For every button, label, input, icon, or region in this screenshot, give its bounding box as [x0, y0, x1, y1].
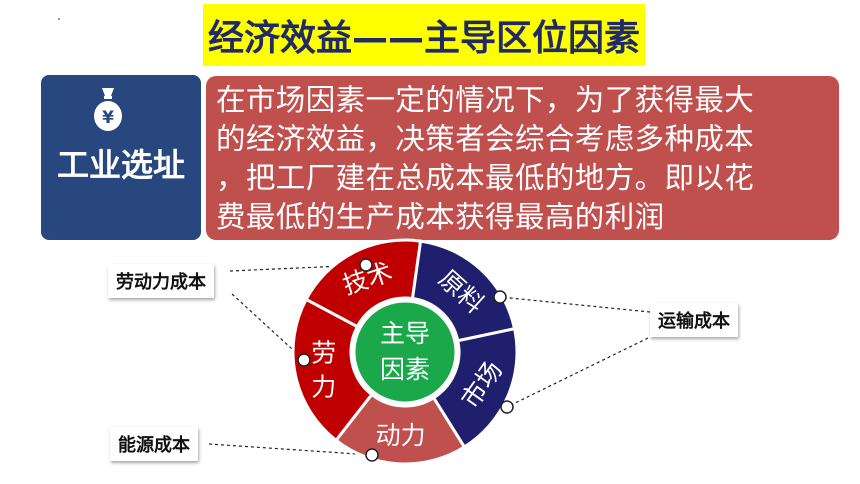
connector-marker	[365, 448, 379, 462]
description-line: 在市场因素一定的情况下，为了获得最大	[216, 83, 755, 117]
connector-markers	[297, 258, 514, 462]
connector-line	[499, 296, 651, 313]
svg-text:¥: ¥	[102, 108, 114, 128]
labor-cost-label: 劳动力成本	[108, 264, 214, 298]
connector-line	[506, 337, 649, 408]
description-box: 在市场因素一定的情况下，为了获得最大 的经济效益，决策者会综合考虑多种成本 ，把…	[206, 76, 839, 240]
page-title: 经济效益——主导区位因素	[203, 4, 645, 66]
connector-marker	[359, 258, 373, 272]
wheel-segment-label: 动力	[376, 421, 426, 450]
connector-lines	[208, 264, 651, 456]
transport-cost-label: 运输成本	[650, 303, 738, 337]
center-label-line: 因素	[380, 355, 430, 384]
description-line: ，把工厂建在总成本最低的地方。即以花	[216, 161, 755, 195]
connector-marker	[493, 290, 507, 304]
connector-marker	[500, 400, 514, 414]
description-line: 费最低的生产成本获得最高的利润	[216, 200, 665, 234]
wheel-segment-label: 力	[311, 372, 336, 401]
wheel-segments	[291, 238, 519, 466]
wheel-segment-label: 劳	[311, 338, 336, 367]
industry-location-label: 工业选址	[56, 146, 185, 184]
energy-cost-label: 能源成本	[110, 427, 198, 461]
connector-line	[231, 293, 305, 361]
connector-line	[229, 264, 367, 272]
center-circle	[350, 297, 460, 407]
money-bag-yen-icon: ¥	[94, 88, 122, 131]
center-label-line: 主导	[380, 319, 430, 348]
connector-marker	[297, 353, 311, 367]
industry-location-box	[41, 75, 201, 240]
dot-mark	[58, 18, 60, 20]
page-title-text: 经济效益——主导区位因素	[207, 18, 640, 59]
description-line: 的经济效益，决策者会综合考虑多种成本	[216, 122, 755, 156]
